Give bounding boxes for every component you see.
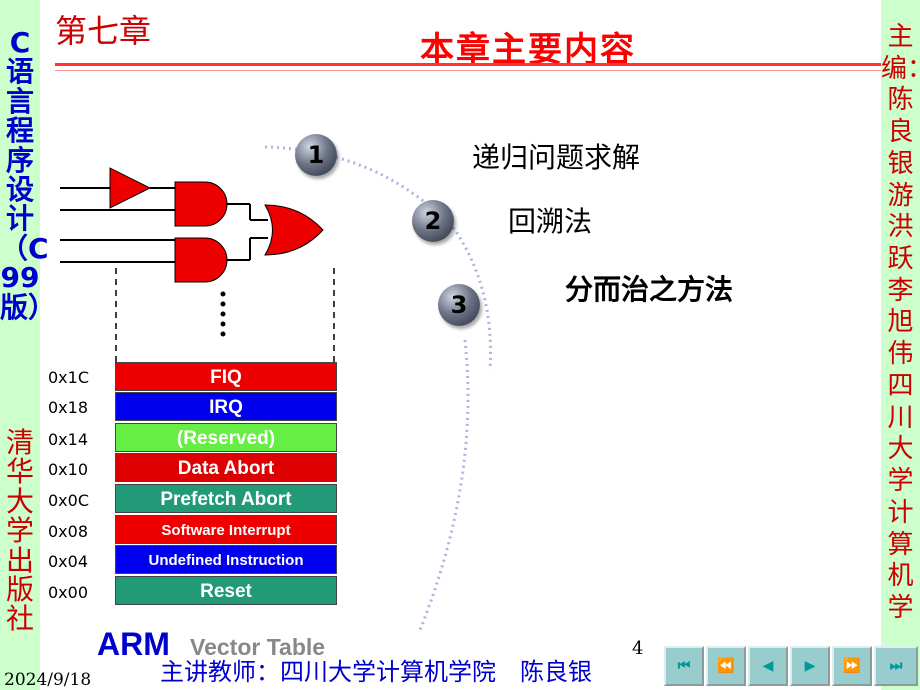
last-slide-icon: ⏭	[889, 658, 903, 674]
prev-slide-button[interactable]: ◀	[748, 646, 788, 686]
topic-item-recursion[interactable]: 递归问题求解	[472, 141, 641, 174]
fast-forward-button[interactable]: ⏩	[832, 646, 872, 686]
topic-item-backtracking[interactable]: 回溯法	[508, 205, 593, 238]
vector-entry-software-interrupt: Software Interrupt	[115, 515, 337, 544]
topic-item-divide-conquer[interactable]: 分而治之方法	[565, 273, 734, 306]
left-sidebar	[0, 0, 40, 690]
rewind-icon: ⏪	[717, 658, 735, 674]
vector-address: 0x10	[48, 460, 89, 479]
next-slide-icon: ▶	[804, 658, 816, 674]
logic-circuit-illustration	[60, 145, 493, 370]
vector-address: 0x08	[48, 522, 89, 541]
publisher: 清华大学出版社	[5, 426, 34, 636]
right-sidebar	[881, 0, 920, 690]
title-divider-thin	[55, 70, 881, 71]
title-divider	[55, 63, 881, 66]
editors: 主编：陈良银 游洪跃 李旭伟 四川大学计算机学	[881, 22, 920, 623]
vector-address: 0x1C	[48, 368, 89, 387]
vector-address: 0x14	[48, 430, 89, 449]
slide-date: 2024/9/18	[4, 670, 92, 690]
vector-entry-fiq: FIQ	[115, 362, 337, 391]
topic-number-badge-1: 1	[295, 134, 337, 176]
next-slide-button[interactable]: ▶	[790, 646, 830, 686]
vector-address: 0x18	[48, 398, 89, 417]
chapter-label: 第七章	[55, 12, 152, 50]
topic-number-badge-3: 3	[438, 284, 480, 326]
vector-entry-prefetch-abort: Prefetch Abort	[115, 484, 337, 513]
page-number: 4	[632, 638, 644, 659]
rewind-button[interactable]: ⏪	[706, 646, 746, 686]
vector-table-caption: Vector Table	[190, 634, 326, 660]
decorative-arc	[418, 339, 470, 631]
vector-address: 0x0C	[48, 491, 89, 510]
vector-entry-irq: IRQ	[115, 392, 337, 421]
book-title: C语言程序设计（C99版）	[0, 26, 57, 324]
vector-entry-data-abort: Data Abort	[115, 453, 337, 482]
vector-address: 0x04	[48, 552, 89, 571]
last-slide-button[interactable]: ⏭	[874, 646, 918, 686]
vector-entry-undefined-instruction: Undefined Instruction	[115, 545, 337, 574]
first-slide-icon: ⏮	[677, 658, 691, 674]
fast-forward-icon: ⏩	[843, 658, 861, 674]
vector-entry-reset: Reset	[115, 576, 337, 605]
arm-label: ARM	[97, 626, 170, 662]
vector-address: 0x00	[48, 583, 89, 602]
first-slide-button[interactable]: ⏮	[664, 646, 704, 686]
teacher-footer: 主讲教师：四川大学计算机学院 陈良银	[160, 658, 592, 686]
topic-number-badge-2: 2	[412, 200, 454, 242]
vector-entry-reserved: (Reserved)	[115, 423, 337, 452]
prev-slide-icon: ◀	[762, 658, 774, 674]
